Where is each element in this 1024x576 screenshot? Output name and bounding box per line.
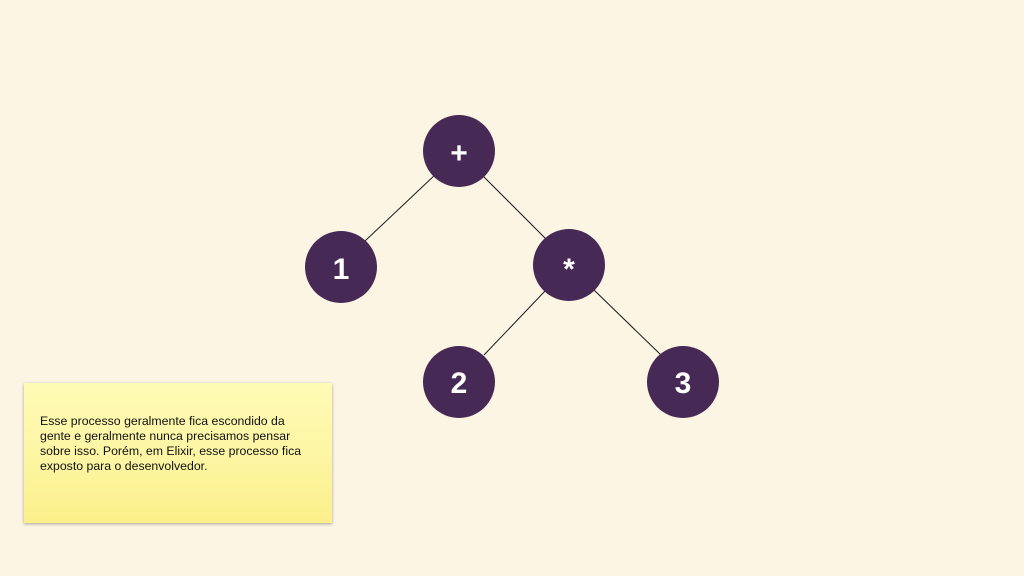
node-label-one: 1 <box>333 253 350 286</box>
tree-node-one: 1 <box>305 231 377 303</box>
node-label-plus: + <box>450 137 468 170</box>
edge-plus-one <box>364 172 438 242</box>
node-circle-two <box>423 346 495 418</box>
edge-plus-times <box>479 172 549 242</box>
node-circle-three <box>647 346 719 418</box>
tree-node-three: 3 <box>647 346 719 418</box>
tree-node-two: 2 <box>423 346 495 418</box>
tree-node-times: * <box>533 229 605 301</box>
node-circle-plus <box>423 115 495 187</box>
sticky-note-text: Esse processo geralmente fica escondido … <box>40 414 302 473</box>
node-label-times: * <box>563 253 575 286</box>
tree-edges <box>364 172 662 356</box>
sticky-note: Esse processo geralmente fica escondido … <box>24 383 332 523</box>
node-circle-times <box>533 229 605 301</box>
edge-times-three <box>593 289 662 356</box>
node-label-two: 2 <box>451 367 468 400</box>
edge-times-two <box>483 289 547 356</box>
node-circle-one <box>305 231 377 303</box>
tree-nodes: +1 * 2 3 <box>305 115 719 418</box>
tree-node-plus: + <box>423 115 495 187</box>
node-label-three: 3 <box>675 367 692 400</box>
